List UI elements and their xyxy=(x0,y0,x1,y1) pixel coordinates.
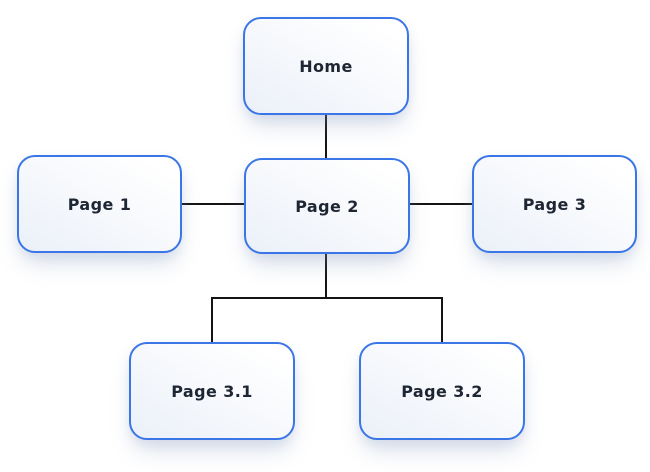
node-page-2-label: Page 2 xyxy=(295,196,359,216)
node-page-1-label: Page 1 xyxy=(67,194,132,214)
node-page-3-2-label: Page 3.2 xyxy=(401,381,483,401)
edge-junction-page31-page32 xyxy=(211,297,443,344)
node-home[interactable]: Home xyxy=(243,17,409,115)
node-page-3-1-label: Page 3.1 xyxy=(171,381,253,401)
node-page-1[interactable]: Page 1 xyxy=(17,155,182,253)
node-page-3-2[interactable]: Page 3.2 xyxy=(359,342,525,440)
node-page-3-label: Page 3 xyxy=(522,194,587,214)
node-page-3[interactable]: Page 3 xyxy=(472,155,637,253)
node-page-3-1[interactable]: Page 3.1 xyxy=(129,342,295,440)
node-home-label: Home xyxy=(299,56,353,76)
node-page-2[interactable]: Page 2 xyxy=(244,158,410,254)
